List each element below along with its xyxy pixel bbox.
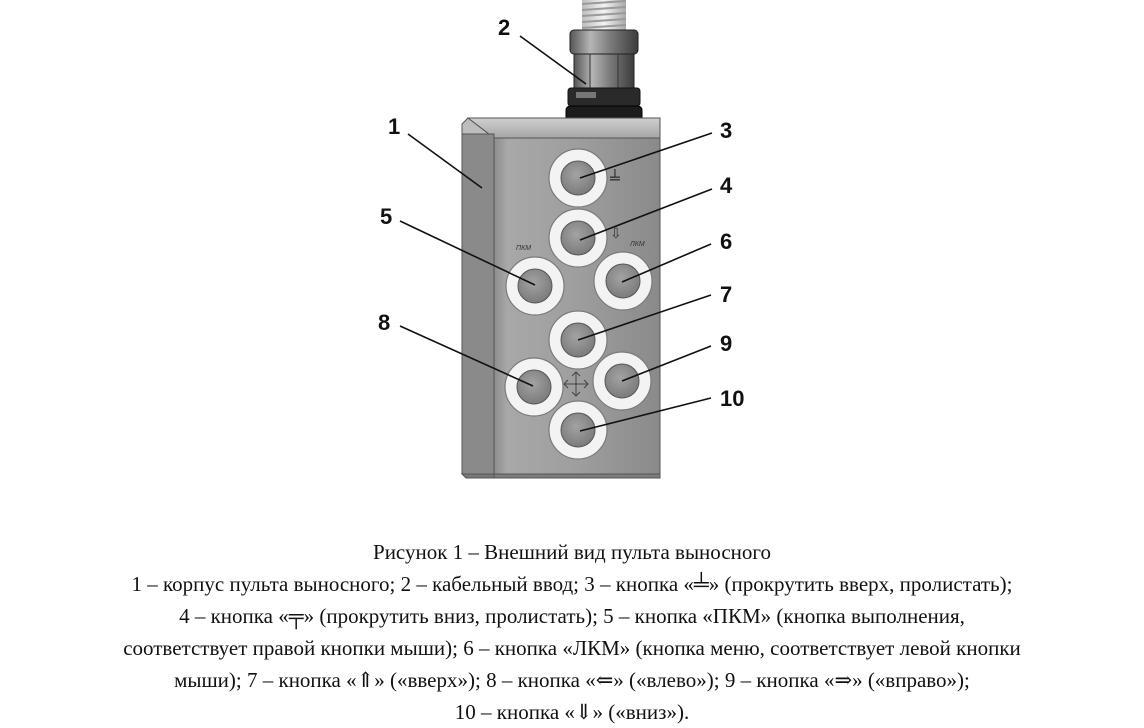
callout-2: 2 [498,15,510,40]
remote-control-diagram: ╧ ⇩ ПКМ ЛКМ [378,0,744,479]
cable [581,0,627,35]
leader-lines [399,35,713,432]
callout-10: 10 [720,386,744,411]
caption-title: Рисунок 1 – Внешний вид пульта выносного [373,540,771,564]
button-scroll-down[interactable] [548,208,608,268]
figure-caption: Рисунок 1 – Внешний вид пульта выносного… [0,536,1144,728]
callout-4: 4 [720,173,733,198]
callout-9: 9 [720,331,732,356]
caption-line-5: 10 – кнопка «⇓» («вниз»). [454,700,690,724]
scroll-up-mark: ╧ [609,169,620,188]
callout-1: 1 [388,114,400,139]
caption-line-1: 1 – корпус пульта выносного; 2 – кабельн… [131,572,1013,596]
pkm-label: ПКМ [516,245,531,252]
caption-line-3: соответствует правой кнопки мыши); 6 – к… [123,636,1021,660]
callout-7: 7 [720,282,732,307]
four-arrows-icon [563,371,589,397]
button-scroll-up[interactable] [548,148,608,208]
button-down[interactable] [548,400,608,460]
caption-line-4: мыши); 7 – кнопка «⇑» («вверх»); 8 – кно… [174,668,970,692]
scroll-down-mark: ⇩ [610,226,622,242]
caption-line-2: 4 – кнопка «╤» (прокрутить вниз, пролист… [179,604,965,628]
button-pkm[interactable] [505,256,565,316]
callout-6: 6 [720,229,732,254]
button-left[interactable] [504,357,564,417]
callout-8: 8 [378,310,390,335]
callout-3: 3 [720,118,732,143]
callout-5: 5 [380,204,392,229]
lkm-label: ЛКМ [629,241,645,248]
